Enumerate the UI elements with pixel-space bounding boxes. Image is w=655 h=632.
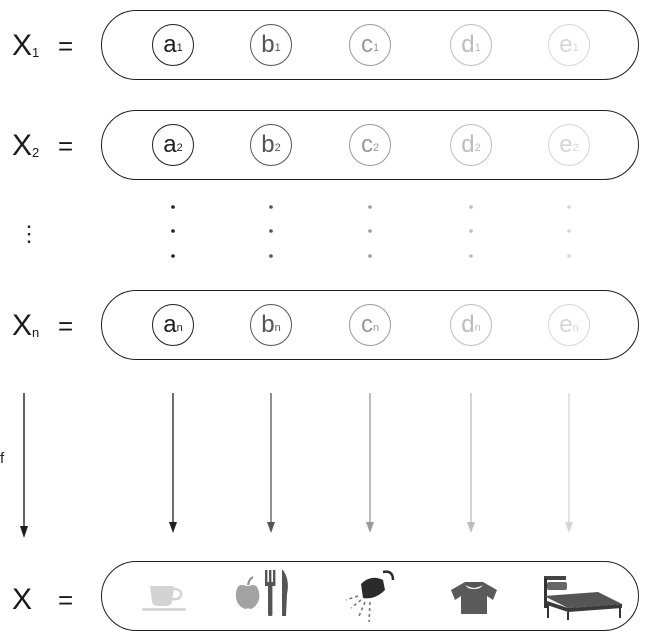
element-letter: c	[360, 131, 373, 158]
row-2-equals: =	[58, 131, 74, 161]
shirt-icon	[451, 582, 497, 614]
row-2-var: X	[12, 129, 33, 162]
row-2-pill	[101, 110, 639, 180]
column-dot	[469, 229, 473, 233]
row-1-sub: 1	[32, 45, 40, 60]
row-2-sub: 2	[32, 145, 40, 160]
f-arrow-head	[20, 526, 28, 538]
column-arrow-head	[565, 522, 573, 533]
result-pill	[101, 561, 639, 631]
element-subscript: n	[372, 321, 380, 334]
row-n-sub: n	[32, 325, 40, 340]
column-dot	[469, 254, 473, 258]
element-subscript: 2	[474, 141, 481, 154]
column-dot	[567, 254, 571, 258]
column-dot	[469, 205, 473, 209]
shower-icon	[345, 570, 395, 623]
element-subscript: 2	[372, 141, 380, 154]
element-subscript: 1	[274, 41, 281, 54]
element-letter: b	[261, 131, 275, 158]
column-dot	[269, 254, 273, 258]
row-2-label: X2	[12, 129, 39, 168]
result-equals: =	[58, 585, 74, 615]
element-subscript: 2	[572, 141, 579, 154]
element-subscript: 1	[474, 41, 481, 54]
element-letter: c	[360, 31, 373, 58]
element-subscript: 2	[274, 141, 281, 154]
column-arrow-head	[366, 522, 374, 533]
f-label: f	[0, 450, 5, 467]
element-letter: e	[559, 311, 573, 338]
row-1-label: X1	[12, 29, 39, 68]
column-dot	[368, 205, 372, 209]
row-n-pill	[101, 290, 639, 360]
element-letter: b	[261, 31, 275, 58]
row-n-equals: =	[58, 311, 74, 341]
element-letter: a	[163, 311, 177, 338]
result-label: X	[12, 583, 32, 617]
column-dot	[567, 229, 571, 233]
column-arrow-head	[267, 522, 275, 533]
column-dot	[567, 205, 571, 209]
element-subscript: 1	[572, 41, 579, 54]
row-n-var: X	[12, 309, 33, 342]
column-dot	[368, 254, 372, 258]
row-1-pill	[101, 10, 639, 80]
element-subscript: 1	[372, 41, 380, 54]
column-arrows	[169, 393, 573, 533]
element-letter: e	[559, 31, 573, 58]
column-dot	[269, 229, 273, 233]
column-arrow-head	[169, 522, 177, 533]
column-dot	[171, 254, 175, 258]
element-letter: b	[261, 311, 275, 338]
element-letter: d	[461, 131, 475, 158]
row-1-equals: =	[58, 31, 74, 61]
element-subscript: n	[274, 321, 281, 334]
coffee-cup-icon	[142, 586, 186, 611]
element-letter: d	[461, 31, 475, 58]
column-dot	[368, 229, 372, 233]
element-subscript: n	[572, 321, 579, 334]
element-letter: d	[461, 311, 475, 338]
element-letter: a	[163, 131, 177, 158]
row-1-var: X	[12, 29, 33, 62]
element-subscript: n	[176, 321, 183, 334]
element-letter: c	[360, 311, 373, 338]
element-subscript: n	[474, 321, 481, 334]
row-n-label: Xn	[12, 309, 39, 348]
element-subscript: 2	[176, 141, 183, 154]
column-dot	[171, 205, 175, 209]
column-dots	[171, 205, 571, 258]
column-dot	[171, 229, 175, 233]
element-letter: a	[163, 31, 177, 58]
bed-icon	[544, 576, 622, 620]
element-letter: e	[559, 131, 573, 158]
apple-fork-knife-icon	[235, 570, 288, 616]
row-ellipsis: ⋮	[18, 221, 40, 246]
element-subscript: 1	[176, 41, 183, 54]
column-dot	[269, 205, 273, 209]
result-var: X	[12, 583, 33, 616]
column-arrow-head	[467, 522, 475, 533]
